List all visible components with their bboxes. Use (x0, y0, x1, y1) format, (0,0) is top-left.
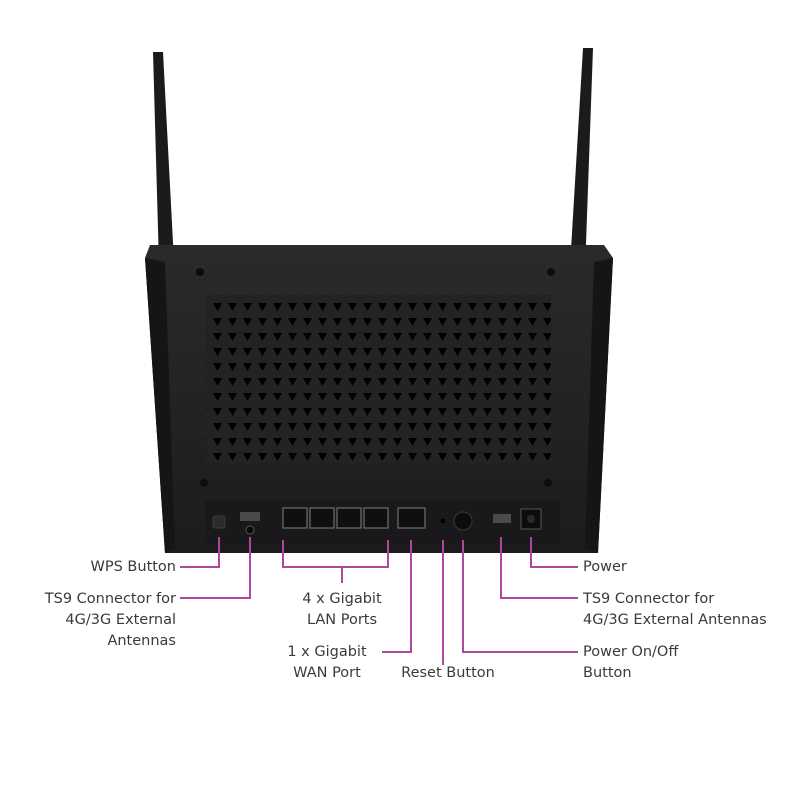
power-onoff-button-icon (453, 511, 473, 531)
callout-ts9-right (500, 537, 578, 599)
wps-button-icon (212, 515, 226, 529)
screw-icon (547, 268, 555, 276)
reset-pinhole-icon (440, 518, 446, 524)
label-ts9-right: TS9 Connector for 4G/3G External Antenna… (583, 589, 767, 631)
power-jack-pin-icon (527, 515, 535, 523)
ethernet-port-icon (336, 507, 362, 529)
screw-icon (544, 479, 552, 487)
label-ts9-left-line2: 4G/3G External (65, 612, 176, 628)
label-lan-ports: 4 x Gigabit LAN Ports (282, 589, 402, 631)
label-lan-line2: LAN Ports (306, 612, 378, 628)
left-antenna-icon (153, 52, 176, 300)
ts9-left-connector-icon (240, 512, 260, 521)
screw-icon (196, 268, 204, 276)
label-wan-line1: 1 x Gigabit (287, 644, 367, 660)
ventilation-grille (206, 295, 551, 463)
ethernet-port-icon (363, 507, 389, 529)
ts9-left-socket-icon (245, 525, 255, 535)
screw-icon (200, 479, 208, 487)
callout-lines (180, 537, 578, 665)
ts9-right-connector-icon (493, 514, 511, 523)
right-antenna-icon (568, 48, 593, 300)
label-lan-line1: 4 x Gigabit (302, 591, 382, 607)
ethernet-port-icon (309, 507, 335, 529)
callout-power-onoff (462, 540, 578, 653)
callout-ts9-left (180, 537, 251, 599)
label-power-onoff-line2: Button (583, 665, 632, 681)
ethernet-port-icon (282, 507, 308, 529)
router-right-bevel (585, 258, 613, 553)
callout-lan (282, 540, 389, 568)
label-reset-button: Reset Button (401, 665, 495, 681)
label-power-onoff-line1: Power On/Off (583, 644, 679, 660)
label-power: Power (583, 559, 627, 575)
callout-wan (382, 540, 412, 653)
router-left-bevel (145, 258, 175, 553)
wan-port-icon (397, 507, 426, 529)
label-ts9-right-line2: 4G/3G External Antennas (583, 612, 767, 628)
label-power-onoff: Power On/Off Button (583, 642, 678, 684)
label-ts9-left-line1: TS9 Connector for (44, 591, 176, 607)
callout-wps (180, 537, 220, 568)
label-ts9-right-line1: TS9 Connector for (583, 591, 715, 607)
label-ts9-left: TS9 Connector for 4G/3G External Antenna… (45, 589, 176, 652)
callout-power (530, 537, 578, 568)
label-wan-line2: WAN Port (293, 665, 361, 681)
label-wps-button: WPS Button (90, 559, 176, 575)
label-ts9-left-line3: Antennas (107, 633, 176, 649)
label-wan-port: 1 x Gigabit WAN Port (277, 642, 377, 684)
lan-ports (282, 507, 389, 529)
